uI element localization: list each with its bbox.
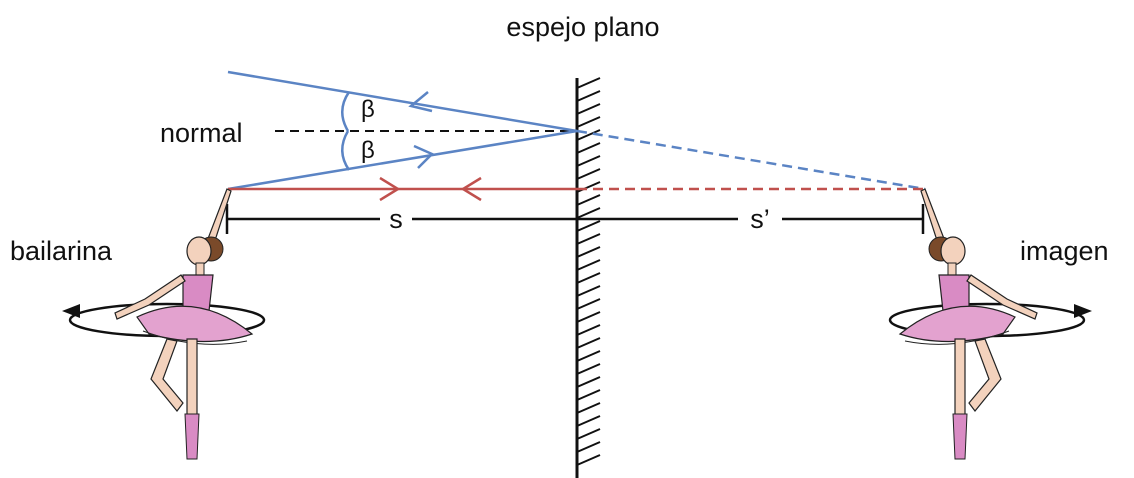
- mirror-hatch-mark: [576, 441, 601, 453]
- angle-arc-bottom: [341, 130, 351, 171]
- mirror-hatch-mark: [576, 77, 601, 89]
- mirror-hatch-mark: [576, 402, 601, 414]
- mirror-hatch-mark: [576, 376, 601, 388]
- mirror-hatch-mark: [576, 415, 601, 427]
- object-distance-label: s: [389, 204, 403, 234]
- mirror-hatch-mark: [576, 389, 601, 401]
- angle-label-top: β: [361, 96, 375, 123]
- mirror-hatch-mark: [576, 90, 601, 102]
- mirror-hatch-mark: [576, 298, 601, 310]
- image-label: imagen: [1020, 236, 1109, 266]
- mirror-hatch-mark: [576, 246, 601, 258]
- virtual-ray-extension: [576, 129, 926, 191]
- axial-ray-forward-arrow-icon: [379, 176, 401, 202]
- object-ballerina: [62, 188, 266, 460]
- image-rotation-arrow-icon: [1074, 304, 1092, 318]
- mirror-hatch-mark: [576, 129, 601, 141]
- mirror-hatch-mark: [576, 233, 601, 245]
- mirror-hatch-mark: [576, 142, 601, 154]
- mirror-hatching: [576, 77, 601, 466]
- image-ballerina: [888, 188, 1092, 460]
- mirror-hatch-mark: [576, 181, 601, 193]
- mirror-hatch-mark: [576, 428, 601, 440]
- object-label: bailarina: [10, 236, 113, 266]
- incident-ray: [227, 129, 578, 191]
- reflected-ray-arrow-icon: [408, 91, 433, 113]
- mirror-label: espejo plano: [506, 12, 659, 42]
- mirror-hatch-mark: [576, 116, 601, 128]
- incident-ray-arrow-icon: [413, 144, 435, 169]
- mirror-hatch-mark: [576, 363, 601, 375]
- mirror-hatch-mark: [576, 324, 601, 336]
- mirror-hatch-mark: [576, 207, 601, 219]
- mirror-hatch-mark: [576, 168, 601, 180]
- mirror-hatch-mark: [576, 194, 601, 206]
- mirror-hatch-mark: [576, 103, 601, 115]
- mirror-hatch-mark: [576, 311, 601, 323]
- reflected-ray: [227, 70, 578, 133]
- rotation-arrow-icon: [62, 304, 80, 318]
- mirror-hatch-mark: [576, 272, 601, 284]
- angle-label-bottom: β: [361, 137, 375, 164]
- mirror-hatch-mark: [576, 259, 601, 271]
- mirror-hatch-mark: [576, 220, 601, 232]
- mirror-hatch-mark: [576, 155, 601, 167]
- mirror-hatch-mark: [576, 285, 601, 297]
- normal-label: normal: [160, 118, 243, 148]
- axial-ray-back-arrow-icon: [460, 176, 482, 202]
- angle-arc-top: [341, 91, 351, 132]
- mirror-hatch-mark: [576, 337, 601, 349]
- mirror-hatch-mark: [576, 350, 601, 362]
- image-distance-label: s’: [750, 204, 770, 234]
- mirror-hatch-mark: [576, 454, 601, 466]
